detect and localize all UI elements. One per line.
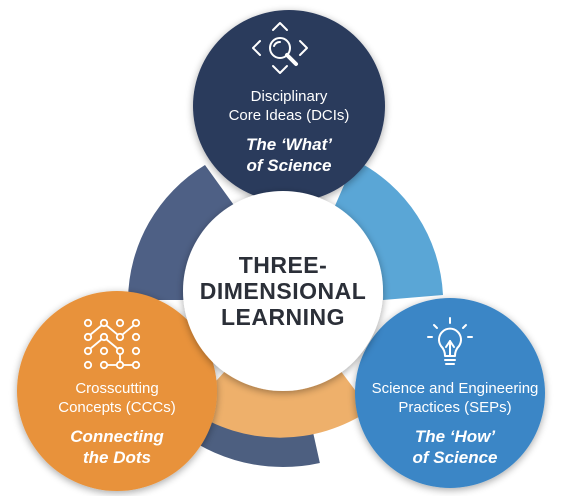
ring-arc-bottom-shape bbox=[190, 370, 370, 438]
seps-tagline-line2: of Science bbox=[412, 448, 498, 467]
lightbulb-icon bbox=[427, 317, 473, 365]
seps-circle bbox=[355, 298, 545, 488]
dcis-circle bbox=[193, 10, 385, 202]
cccs-tagline-line2: the Dots bbox=[83, 448, 151, 467]
center-title: THREE- DIMENSIONAL LEARNING bbox=[183, 252, 383, 330]
dcis-tagline-line1: The ‘What’ bbox=[246, 135, 332, 154]
cccs-label-line2: Concepts (CCCs) bbox=[58, 399, 176, 416]
ring-arc-right-shape bbox=[334, 160, 443, 300]
center-title-line2: DIMENSIONAL bbox=[199, 278, 367, 304]
center-circle-outline bbox=[183, 191, 383, 391]
seps-label-line1: Science and Engineering bbox=[371, 380, 539, 397]
seps-text: Science and Engineering Practices (SEPs)… bbox=[355, 379, 555, 468]
connected-dots-icon bbox=[83, 318, 141, 370]
cccs-circle bbox=[17, 291, 217, 491]
dcis-tagline-line2: of Science bbox=[246, 156, 332, 175]
magnifier-icon bbox=[252, 22, 308, 74]
seps-tagline-line1: The ‘How’ bbox=[414, 427, 496, 446]
cccs-label-line1: Crosscutting bbox=[75, 380, 159, 397]
seps-label-line2: Practices (SEPs) bbox=[398, 399, 512, 416]
center-title-line3: LEARNING bbox=[220, 304, 346, 330]
cccs-text: Crosscutting Concepts (CCCs) Connecting … bbox=[27, 379, 207, 468]
center-title-line1: THREE- bbox=[238, 252, 328, 278]
cccs-tagline-line1: Connecting bbox=[70, 427, 164, 446]
ring-arc-left-shape bbox=[128, 165, 236, 300]
dcis-label-line2: Core Ideas (DCIs) bbox=[228, 107, 350, 124]
dcis-label-line1: Disciplinary bbox=[250, 88, 328, 105]
ring-arc-left bbox=[113, 127, 453, 467]
dcis-text: Disciplinary Core Ideas (DCIs) The ‘What… bbox=[199, 87, 379, 176]
